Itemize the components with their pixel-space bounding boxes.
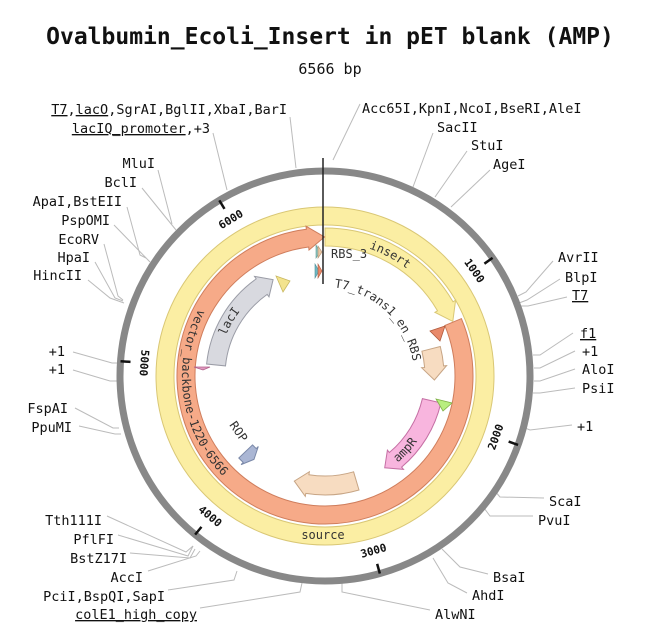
insert-feature[interactable] [324, 227, 457, 323]
tick-mark [508, 440, 519, 447]
triangle-marker-salmon[interactable] [429, 325, 446, 342]
site-label[interactable]: PvuI [538, 513, 571, 529]
tick-mark [375, 563, 382, 574]
backbone-ring [116, 167, 534, 585]
site-label[interactable]: BlpI [565, 270, 598, 286]
tick-label: 6000 [216, 207, 245, 232]
site-label[interactable]: +1 [49, 344, 65, 360]
tick-mark [483, 256, 494, 265]
site-label[interactable]: AvrII [558, 250, 599, 266]
feature-label-f1[interactable]: f1 [580, 326, 596, 342]
beige-right-feature[interactable] [420, 345, 448, 381]
tick-mark [120, 359, 131, 364]
site-label[interactable]: AloI [582, 362, 615, 378]
ROP-feature[interactable] [238, 444, 259, 466]
site-label[interactable]: EcoRV [58, 232, 99, 248]
site-label[interactable]: AlwNI [435, 607, 476, 623]
site-label[interactable]: SacII [437, 120, 478, 136]
site-label[interactable]: MluI [122, 156, 155, 172]
triangle-marker-green[interactable] [435, 398, 453, 412]
tick-label: 5000 [137, 349, 152, 376]
small-features [193, 158, 453, 412]
site-label[interactable]: +1 [582, 344, 598, 360]
tick-mark [218, 199, 226, 210]
ampR-feature[interactable] [384, 397, 442, 470]
feature-label-t7[interactable]: T7 [572, 288, 588, 304]
rbs-3-marker[interactable] [317, 245, 323, 259]
site-label[interactable]: PsiI [582, 381, 615, 397]
tick-mark [194, 526, 203, 536]
pink-marker[interactable] [193, 366, 211, 371]
source-feature[interactable] [155, 206, 495, 546]
rbs-3-label: RBS_3 [331, 247, 367, 261]
tick-label: 2000 [485, 422, 506, 451]
t7-trans-rbs-marker[interactable] [317, 262, 323, 280]
site-label[interactable]: Tth111I [45, 513, 102, 529]
site-label[interactable]: BsaI [493, 570, 526, 586]
vector-backbone-feature[interactable] [176, 225, 474, 525]
site-label-group-laciq[interactable]: lacIQ_promoter,+3 [72, 121, 210, 137]
tick-label: 3000 [359, 541, 388, 561]
t7-trans-marker[interactable] [314, 262, 320, 280]
site-label[interactable]: FspAI [27, 401, 68, 417]
site-label[interactable]: ScaI [549, 494, 582, 510]
site-label[interactable]: StuI [471, 138, 504, 154]
site-label[interactable]: PspOMI [61, 213, 110, 229]
site-label[interactable]: PciI,BspQI,SapI [43, 589, 165, 605]
site-label[interactable]: ApaI,BstEII [33, 194, 122, 210]
beige-bottom-feature[interactable] [293, 470, 360, 498]
site-label[interactable]: AccI [110, 570, 143, 586]
site-label[interactable]: HpaI [57, 250, 90, 266]
triangle-marker-yellow[interactable] [275, 275, 291, 293]
site-label[interactable]: PpuMI [31, 420, 72, 436]
site-label[interactable]: AgeI [493, 157, 526, 173]
site-label[interactable]: AhdI [472, 588, 505, 604]
site-label[interactable]: BstZ17I [70, 551, 127, 567]
site-label[interactable]: BclI [104, 175, 137, 191]
t7-trans1-en-rbs-label: T7_trans1_en_RBS [334, 277, 424, 363]
site-label[interactable]: HincII [33, 268, 82, 284]
feature-label-colE1[interactable]: colE1_high_copy [75, 607, 197, 623]
site-label[interactable]: +1 [49, 362, 65, 378]
site-label-group-acc65i[interactable]: Acc65I,KpnI,NcoI,BseRI,AleI [362, 101, 581, 117]
source-label: source [301, 528, 344, 542]
site-label[interactable]: +1 [577, 419, 593, 435]
plasmid-length: 6566 bp [298, 60, 362, 78]
map-title: Ovalbumin_Ecoli_Insert in pET blank (AMP… [46, 24, 614, 50]
site-label-group-t7[interactable]: T7,lacO,SgrAI,BglII,XbaI,BarI [51, 102, 287, 118]
rop-label: ROP [227, 419, 251, 445]
features [155, 206, 495, 546]
leader-lines [72, 103, 576, 611]
site-label[interactable]: PflFI [73, 532, 114, 548]
lacI-feature[interactable] [206, 275, 274, 367]
